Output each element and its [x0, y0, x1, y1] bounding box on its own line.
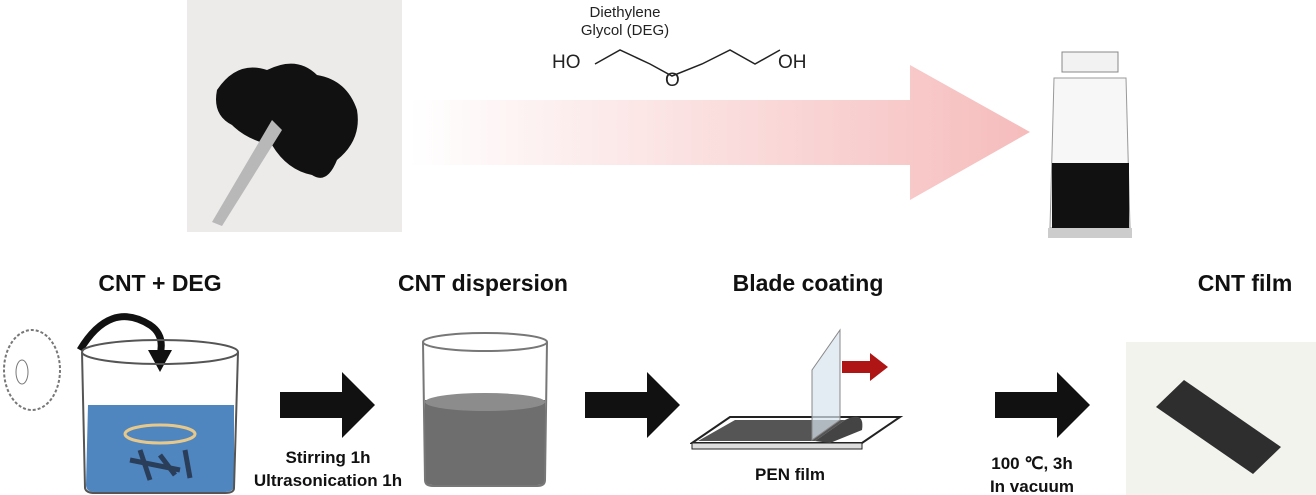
coating-direction-arrow — [842, 353, 888, 381]
cnt-deg-beaker — [3, 313, 239, 494]
temperature-label: 100 ℃, 3h — [991, 454, 1073, 473]
hydroxyl-right: OH — [778, 52, 807, 73]
pen-film-label: PEN film — [755, 465, 825, 484]
molecule-name-line2: Glycol (DEG) — [580, 22, 670, 39]
step-title-cnt-deg: CNT + DEG — [98, 270, 222, 296]
process-arrow-3 — [995, 372, 1090, 438]
cnt-tube-icon — [3, 329, 61, 411]
blade-coating-illustration — [690, 328, 904, 450]
deg-structure — [594, 49, 781, 77]
ultrasonication-label: Ultrasonication 1h — [253, 471, 403, 490]
hydroxyl-left: HO — [552, 52, 581, 73]
cnt-film-photo — [1126, 342, 1316, 495]
carbon-chain — [594, 49, 781, 77]
ether-oxygen: O — [665, 70, 680, 91]
molecule-name: Diethylene Glycol (DEG) — [560, 4, 690, 40]
step-title-dispersion: CNT dispersion — [398, 270, 568, 296]
step-title-blade-coating: Blade coating — [732, 270, 884, 296]
step-title-cnt-film: CNT film — [1197, 270, 1293, 296]
cnt-powder-photo — [187, 0, 402, 232]
step3-conditions: 100 ℃, 3h In vacuum — [990, 452, 1074, 495]
cnt-dispersion-beaker — [422, 332, 548, 487]
step1-conditions: Stirring 1h Ultrasonication 1h — [254, 446, 402, 492]
dispersion-vial — [1048, 51, 1132, 238]
process-arrow-1 — [280, 372, 375, 438]
molecule-name-line1: Diethylene — [589, 4, 661, 21]
transfer-arrow — [410, 65, 1030, 200]
stirring-label: Stirring 1h — [285, 448, 371, 467]
process-arrow-2 — [585, 372, 680, 438]
vacuum-label: In vacuum — [989, 477, 1075, 495]
